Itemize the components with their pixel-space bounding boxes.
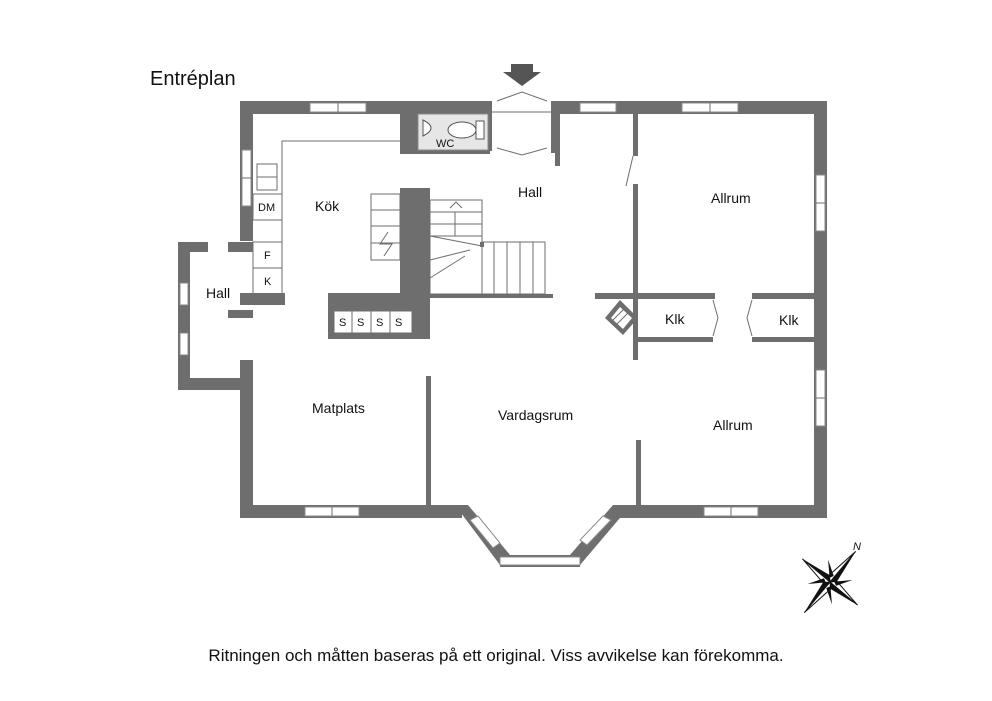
freezer-label: K <box>264 276 272 288</box>
entrance-arrow-icon <box>503 64 541 86</box>
room-labels: Hall Kök Allrum Hall Klk Klk Matplats Va… <box>206 184 799 433</box>
interior-walls <box>426 114 816 508</box>
room-label-allrum-bottom: Allrum <box>713 417 753 433</box>
fridge-label: F <box>264 250 271 262</box>
compass-rose-icon <box>802 550 858 614</box>
room-label-hall-main: Hall <box>518 184 542 200</box>
compass-north-label: N <box>853 541 861 553</box>
disclaimer-text: Ritningen och måtten baseras på ett orig… <box>208 646 784 665</box>
plan-title: Entréplan <box>150 68 236 90</box>
room-label-kok: Kök <box>315 198 340 214</box>
wardrobes: S S S S <box>328 293 430 339</box>
room-label-klk-right: Klk <box>779 312 799 328</box>
wardrobe-s2: S <box>357 317 364 329</box>
wardrobe-s1: S <box>339 317 346 329</box>
room-label-matplats: Matplats <box>312 400 365 416</box>
wc-label: WC <box>436 138 454 150</box>
outer-walls <box>178 101 827 567</box>
wardrobe-s3: S <box>376 317 383 329</box>
wc-area: WC <box>400 101 490 154</box>
entrance <box>488 64 555 156</box>
dishwasher-label: DM <box>258 202 275 214</box>
kitchen-counters: DM F K <box>228 140 400 318</box>
staircase <box>370 188 553 298</box>
room-label-vardagsrum: Vardagsrum <box>498 407 573 423</box>
wardrobe-s4: S <box>395 317 402 329</box>
room-label-klk-left: Klk <box>665 311 685 327</box>
room-label-hall-side: Hall <box>206 285 230 301</box>
room-label-allrum-top: Allrum <box>711 190 751 206</box>
